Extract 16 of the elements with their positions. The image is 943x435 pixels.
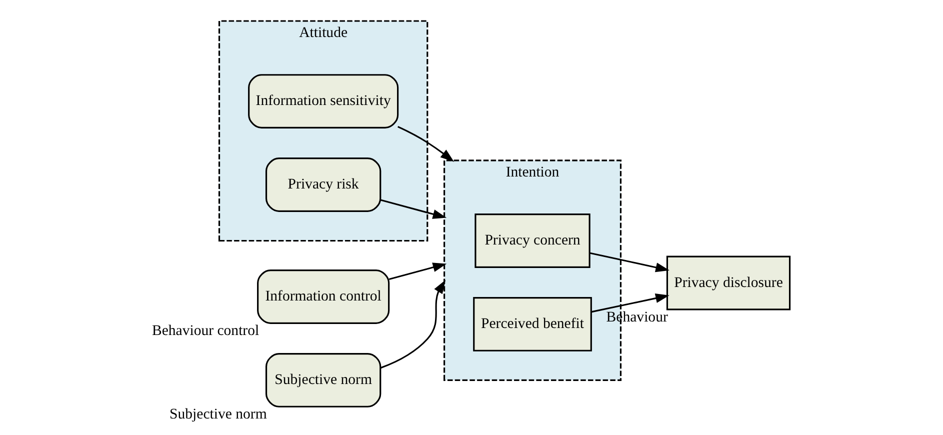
arrow [589,252,670,272]
node-box: Privacy disclosure [666,256,791,310]
arrow [591,294,670,313]
node-box: Privacy concern [474,214,590,268]
node-label: Behaviour control [152,322,260,339]
node-box: Subjective norm [265,353,382,408]
arrow [388,262,447,280]
node-box: Information control [257,270,390,324]
node-label: Subjective norm [170,406,267,422]
arrow [380,199,447,219]
node-box: Perceived benefit [473,297,592,352]
arrow [380,280,446,369]
node-box: Privacy risk [265,158,382,212]
arrow [398,126,454,162]
node-label: Behaviour [606,309,668,326]
node-box: Information sensitivity [248,74,399,128]
